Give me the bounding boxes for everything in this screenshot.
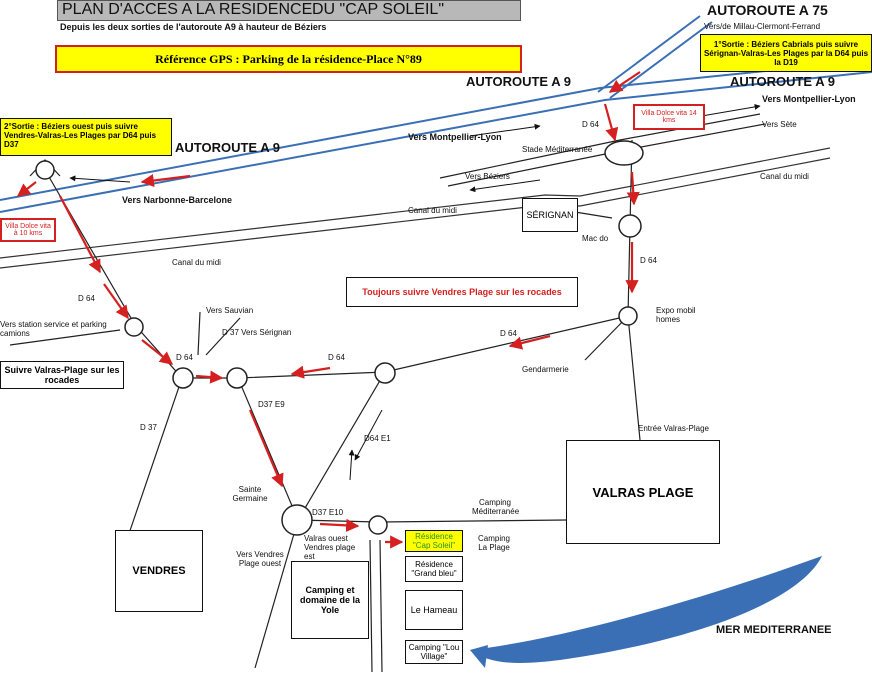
villa-right-text: Villa Dolce vita 14 kms: [641, 110, 697, 124]
label-station: Vers station service et parking camions: [0, 320, 107, 338]
label-expo: Expo mobil homes: [656, 306, 696, 324]
label-vers-beziers: Vers Béziers: [465, 172, 510, 181]
hameau-box: Le Hameau: [405, 590, 463, 630]
label-vers-vendres: Vers Vendres Plage ouest: [236, 550, 284, 568]
vendres-text: VENDRES: [132, 565, 186, 577]
lou-village-box: Camping "Lou Village": [405, 640, 463, 664]
vendres-box: VENDRES: [115, 530, 203, 612]
label-vers-sete: Vers Sète: [762, 120, 797, 129]
narbonne-label: Vers Narbonne-Barcelone: [122, 195, 233, 205]
serignan-box: SÉRIGNAN: [522, 198, 578, 232]
gps-reference-text: Référence GPS : Parking de la résidence-…: [155, 51, 422, 66]
route-arrows: [16, 71, 641, 549]
label-d37: D 37: [140, 423, 157, 432]
valras-plage-text: VALRAS PLAGE: [592, 484, 694, 500]
label-canal-left: Canal du midi: [172, 258, 221, 267]
sea-coastline: [470, 556, 822, 663]
label-sainte-germaine: Sainte Germaine: [232, 485, 268, 503]
label-vers-sauvian: Vers Sauvian: [206, 306, 254, 315]
grand-bleu-box: Résidence "Grand bleu": [405, 556, 463, 582]
label-d64-e: D 64: [328, 353, 345, 362]
title-bar: [57, 0, 521, 21]
valras-plage-box: VALRAS PLAGE: [566, 440, 720, 544]
direction-arrows: [69, 103, 761, 481]
label-d64e1: D64 E1: [364, 434, 391, 443]
villa-left-text: Villa Dolce vita à 10 kms: [5, 223, 51, 237]
toujours-box: Toujours suivre Vendres Plage sur les ro…: [346, 277, 578, 307]
label-valras-ouest: Valras ouest Vendres plage est: [304, 534, 356, 561]
label-mer: MER MEDITERRANEE: [716, 624, 832, 636]
montpellier-right: Vers Montpellier-Lyon: [762, 94, 856, 104]
label-stade: Stade Méditerranée: [522, 145, 593, 154]
label-entree-valras: Entrée Valras-Plage: [638, 424, 709, 433]
villa-right-box: Villa Dolce vita 14 kms: [633, 104, 705, 130]
yole-box: Camping et domaine de la Yole: [291, 561, 369, 639]
label-d64-a: D 64: [582, 120, 599, 129]
a9-right-label: AUTOROUTE A 9: [730, 74, 835, 89]
motorway-a75: [597, 15, 713, 99]
first-exit-text: 1°Sortie : Béziers Cabrials puis suivre …: [703, 39, 869, 67]
yole-text: Camping et domaine de la Yole: [299, 585, 361, 615]
title-main-a: PLAN D'ACCES A LA RESIDENCE: [62, 1, 313, 18]
residence-cap-soleil-text: Résidence "Cap Soleil": [412, 532, 456, 550]
label-camping-med: Camping Méditerranée: [472, 498, 520, 516]
label-d37-serignan: D 37 Vers Sérignan: [222, 328, 292, 337]
label-d64-c: D 64: [500, 329, 517, 338]
label-d37e9: D37 E9: [258, 400, 285, 409]
local-roads: [9, 113, 766, 673]
label-d64-d: D 64: [176, 353, 193, 362]
title-subtitle: Depuis les deux sorties de l'autoroute A…: [60, 22, 327, 32]
hameau-text: Le Hameau: [410, 605, 458, 615]
a75-label: AUTOROUTE A 75: [707, 2, 828, 18]
label-mac-do: Mac do: [582, 234, 609, 243]
second-exit-text: 2°Sortie : Béziers ouest puis suivre Ven…: [4, 122, 157, 149]
montpellier-mid: Vers Montpellier-Lyon: [408, 132, 502, 142]
title-main-b: DU "CAP SOLEIL": [312, 1, 444, 18]
lou-village-text: Camping "Lou Village": [408, 643, 460, 661]
gps-reference: Référence GPS : Parking de la résidence-…: [55, 45, 522, 73]
label-d37e10: D37 E10: [312, 508, 344, 517]
label-d64-left: D 64: [78, 294, 95, 303]
suivre-valras-text: Suivre Valras-Plage sur les rocades: [4, 365, 120, 385]
label-gendarmerie: Gendarmerie: [522, 365, 569, 374]
label-camping-la-plage: Camping La Plage: [477, 534, 510, 552]
label-d64-b: D 64: [640, 256, 657, 265]
roundabouts: [35, 140, 644, 536]
serignan-text: SÉRIGNAN: [526, 210, 574, 220]
suivre-valras-box: Suivre Valras-Plage sur les rocades: [0, 361, 124, 389]
residence-cap-soleil-box: Résidence "Cap Soleil": [405, 530, 463, 552]
villa-left-box: Villa Dolce vita à 10 kms: [0, 218, 56, 242]
second-exit-box: 2°Sortie : Béziers ouest puis suivre Ven…: [0, 118, 172, 156]
a75-direction: Vers/de Millau-Clermont-Ferrand: [704, 22, 821, 31]
toujours-text: Toujours suivre Vendres Plage sur les ro…: [362, 287, 562, 297]
first-exit-box: 1°Sortie : Béziers Cabrials puis suivre …: [700, 34, 872, 72]
a9-top-label: AUTOROUTE A 9: [466, 74, 571, 89]
a9-left-label: AUTOROUTE A 9: [175, 140, 280, 155]
grand-bleu-text: Résidence "Grand bleu": [411, 560, 457, 578]
label-canal-right: Canal du midi: [760, 172, 809, 181]
label-canal-mid: Canal du midi: [408, 206, 457, 215]
